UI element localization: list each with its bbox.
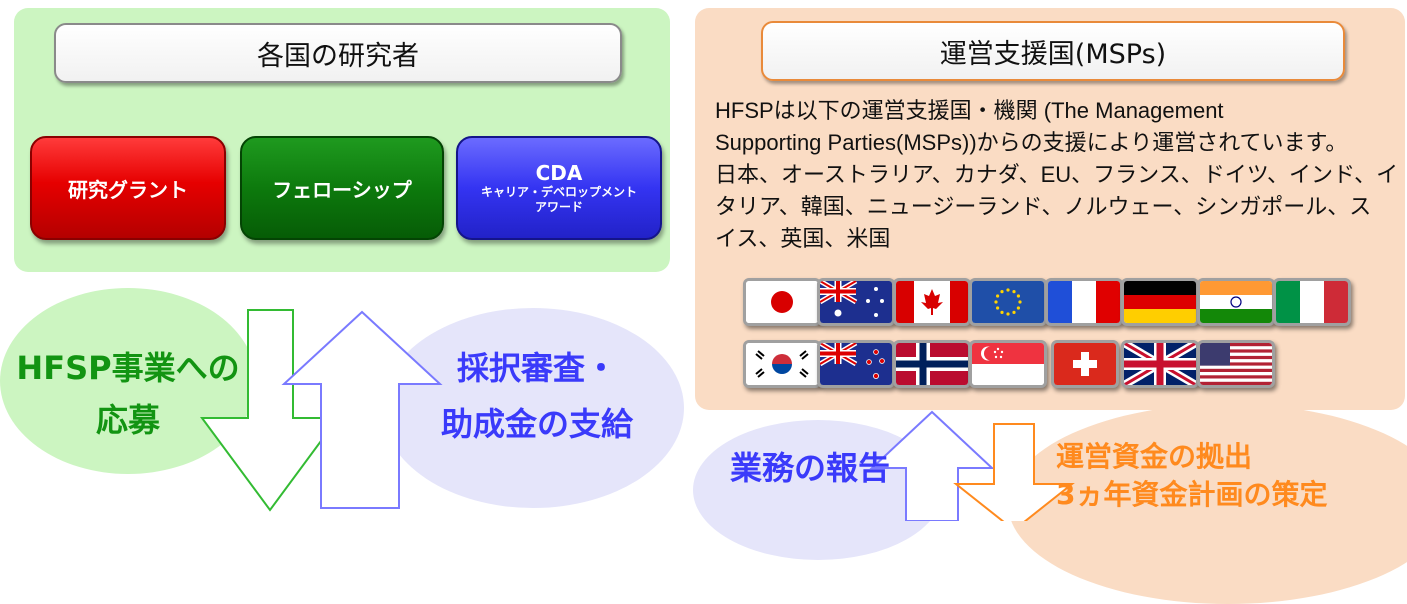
down-arrow-green xyxy=(200,309,340,512)
cda-label: CDA xyxy=(535,161,583,185)
up-arrow-blue-msps xyxy=(869,410,995,521)
fellowship-label: フェローシップ xyxy=(272,177,412,202)
norway-flag xyxy=(893,340,971,388)
canada-flag xyxy=(893,278,971,326)
flow-arrows xyxy=(200,309,443,512)
japan-flag xyxy=(743,278,821,326)
singapore-flag xyxy=(969,340,1047,388)
description-line-4: タリア、韓国、ニュージーランド、ノルウェー、シンガポール、ス xyxy=(715,194,1372,219)
apply-label: HFSP事業への 応募 xyxy=(0,342,256,446)
funding-label: 運営資金の拠出 3ヵ年資金計画の策定 xyxy=(1056,438,1396,514)
review-line-1: 採択審査・ xyxy=(456,349,617,387)
apply-line-2: 応募 xyxy=(95,401,160,439)
fellowship-button[interactable]: フェローシップ xyxy=(240,136,444,240)
msps-description: HFSPは以下の運営支援国・機関 (The Management Support… xyxy=(715,95,1405,255)
korea-flag xyxy=(743,340,821,388)
australia-flag xyxy=(817,278,895,326)
description-line-1: HFSPは以下の運営支援国・機関 (The Management xyxy=(715,98,1224,123)
usa-flag xyxy=(1197,340,1275,388)
msps-flow-arrows xyxy=(869,410,1075,521)
switzerland-flag xyxy=(1051,340,1119,388)
down-arrow-orange xyxy=(953,423,1075,521)
up-arrow-blue xyxy=(281,310,443,509)
funding-line-1: 運営資金の拠出 xyxy=(1056,440,1253,473)
apply-ellipse xyxy=(0,288,256,474)
uk-flag xyxy=(1121,340,1199,388)
new-zealand-flag xyxy=(817,340,895,388)
review-label: 採択審査・ 助成金の支給 xyxy=(392,340,682,452)
description-line-3: 日本、オーストラリア、カナダ、EU、フランス、ドイツ、インド、イ xyxy=(715,162,1399,187)
cda-sub-label-1: キャリア・デベロップメント xyxy=(480,185,637,199)
review-line-2: 助成金の支給 xyxy=(440,405,633,443)
researchers-panel: 各国の研究者 研究グラント フェローシップ CDA キャリア・デベロップメント … xyxy=(14,8,670,272)
review-ellipse xyxy=(382,308,684,508)
funding-line-2: 3ヵ年資金計画の策定 xyxy=(1056,478,1328,511)
msps-title: 運営支援国(MSPs) xyxy=(761,21,1345,81)
researchers-title: 各国の研究者 xyxy=(54,23,622,83)
research-grant-button[interactable]: 研究グラント xyxy=(30,136,226,240)
report-label: 業務の報告 xyxy=(729,449,890,487)
apply-line-1: HFSP事業への xyxy=(16,349,240,387)
cda-sub-label-2: アワード xyxy=(534,200,583,214)
eu-flag xyxy=(969,278,1047,326)
description-line-2: Supporting Parties(MSPs))からの支援により運営されていま… xyxy=(715,130,1348,155)
description-line-5: イス、英国、米国 xyxy=(715,226,891,251)
india-flag xyxy=(1197,278,1275,326)
research-grant-label: 研究グラント xyxy=(68,177,188,202)
cda-button[interactable]: CDA キャリア・デベロップメント アワード xyxy=(456,136,662,240)
italy-flag xyxy=(1273,278,1351,326)
